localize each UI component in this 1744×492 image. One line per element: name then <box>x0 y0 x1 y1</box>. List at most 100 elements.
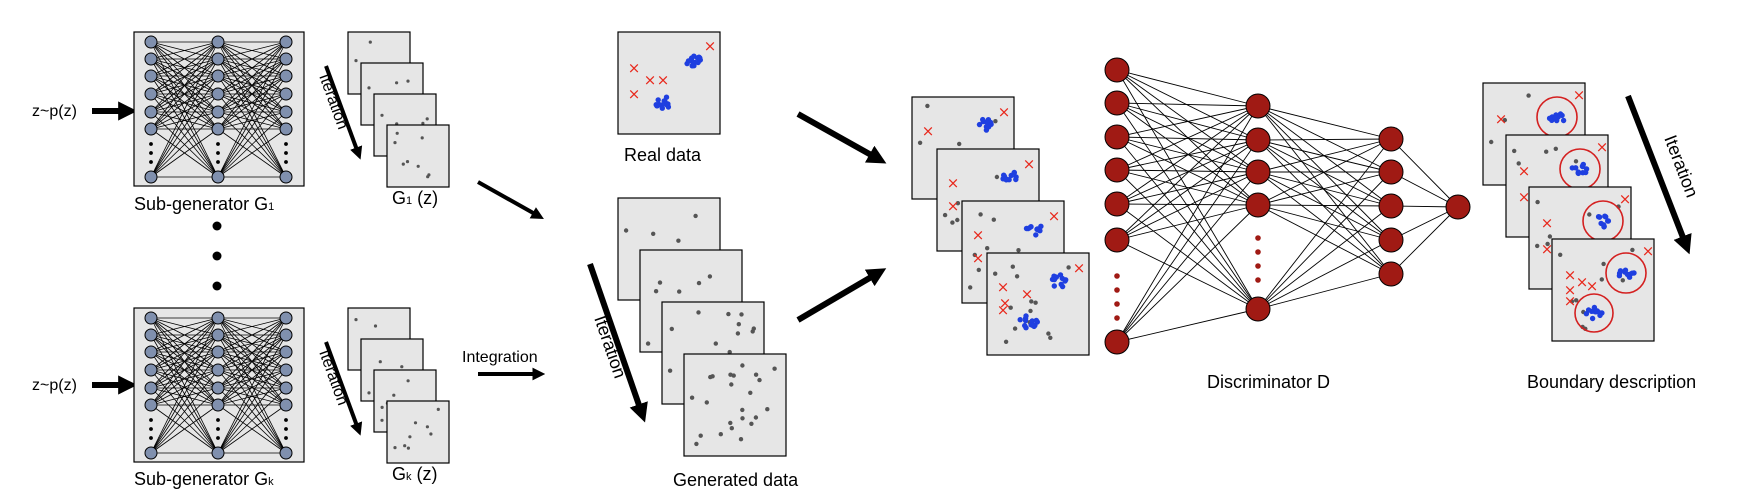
generated-point <box>657 280 663 285</box>
generated-point <box>677 289 682 294</box>
generator-top-output-label: G1 (z) <box>392 188 438 208</box>
generator-section: z~p(z) z~p(z) Sub-generator G1 Sub-gener… <box>32 31 450 489</box>
generated-point <box>991 217 996 222</box>
neuron <box>144 69 158 83</box>
generated-point <box>413 421 418 425</box>
x-mark-icon: × <box>1023 155 1036 173</box>
generated-point <box>751 326 756 331</box>
iteration-label-top: Iteration <box>315 72 351 132</box>
neuron <box>1104 329 1130 355</box>
connection <box>217 128 287 178</box>
neuron-ellipsis-dot <box>284 151 288 155</box>
neuron-ellipsis-dot <box>284 436 288 440</box>
generated-point <box>993 119 998 124</box>
x-mark-icon: × <box>1564 292 1577 310</box>
generated-point <box>373 324 378 328</box>
neuron-ellipsis-dot <box>1114 273 1120 279</box>
connection <box>217 404 287 454</box>
generated-point <box>1066 265 1071 270</box>
connection <box>1116 136 1259 310</box>
neuron <box>279 170 293 184</box>
connection <box>1116 169 1259 206</box>
connection <box>150 317 219 336</box>
generated-point <box>748 390 753 395</box>
connection <box>1116 105 1259 171</box>
neuron <box>279 363 293 377</box>
real-cluster-point <box>1033 317 1040 324</box>
connection <box>1116 102 1259 206</box>
neuron <box>211 345 225 359</box>
generator-edges <box>150 41 287 178</box>
generated-point <box>696 280 702 286</box>
x-mark-icon: × <box>1576 273 1589 291</box>
connection <box>217 41 287 95</box>
connection <box>1257 171 1392 310</box>
neuron-ellipsis-dot <box>149 142 153 146</box>
neuron-ellipsis-dot <box>1114 287 1120 293</box>
generated-point <box>765 407 770 412</box>
connection <box>150 404 219 454</box>
generated-point <box>406 446 410 450</box>
sub-generator-bottom <box>133 307 305 463</box>
generated-point <box>623 228 629 233</box>
connection <box>1257 139 1392 275</box>
generated-point <box>380 113 384 117</box>
connection <box>217 41 287 130</box>
neuron-ellipsis-dot <box>216 427 220 431</box>
real-cluster-point <box>1030 322 1036 329</box>
real-cluster-point <box>980 116 986 123</box>
x-mark-icon: × <box>1073 259 1086 277</box>
connection <box>1257 171 1392 206</box>
generated-point <box>1569 299 1575 304</box>
connection <box>1257 139 1392 241</box>
generated-point <box>727 349 732 355</box>
real-cluster-point <box>1602 213 1608 219</box>
real-cluster-point <box>654 103 661 109</box>
neuron <box>279 446 293 460</box>
generated-point <box>1010 264 1015 269</box>
generated-point <box>713 341 718 346</box>
integration-label: Integration <box>462 349 538 366</box>
generated-point <box>354 318 358 322</box>
neuron <box>211 398 225 412</box>
neuron-ellipsis-dot <box>284 418 288 422</box>
connection <box>217 317 287 406</box>
connection <box>1116 204 1259 343</box>
connection <box>150 93 219 178</box>
connection <box>217 317 287 336</box>
real-cluster-point <box>1617 268 1624 274</box>
neuron <box>1245 159 1271 185</box>
connection <box>217 93 287 178</box>
generated-point <box>976 267 981 273</box>
neuron-ellipsis-dot <box>149 427 153 431</box>
generated-point <box>403 444 407 448</box>
connection <box>1116 139 1259 343</box>
connection <box>1116 171 1259 241</box>
generated-point <box>1489 139 1494 145</box>
generated-point <box>772 366 777 371</box>
generated-point <box>378 360 382 364</box>
generated-point <box>425 425 429 429</box>
real-cluster-point <box>1023 313 1029 319</box>
generated-point <box>740 416 745 421</box>
sub-generator-top <box>133 31 305 187</box>
neuron <box>1104 124 1130 150</box>
neuron <box>279 398 293 412</box>
neuron <box>279 69 293 83</box>
x-mark-icon: × <box>704 37 717 55</box>
generated-point <box>1502 117 1508 123</box>
generated-point <box>1016 248 1021 253</box>
connection <box>217 387 287 454</box>
neuron-ellipsis-dot <box>1114 301 1120 307</box>
generated-point <box>708 374 713 380</box>
real-cluster-point <box>659 105 665 111</box>
connection <box>150 41 219 77</box>
neuron <box>211 122 225 136</box>
generated-point <box>917 140 923 145</box>
neuron-ellipsis-dot <box>216 436 220 440</box>
neuron <box>1378 159 1404 185</box>
connection <box>1257 239 1392 310</box>
neuron <box>211 170 225 184</box>
generated-point <box>693 213 698 219</box>
real-cluster-point <box>1629 270 1635 276</box>
